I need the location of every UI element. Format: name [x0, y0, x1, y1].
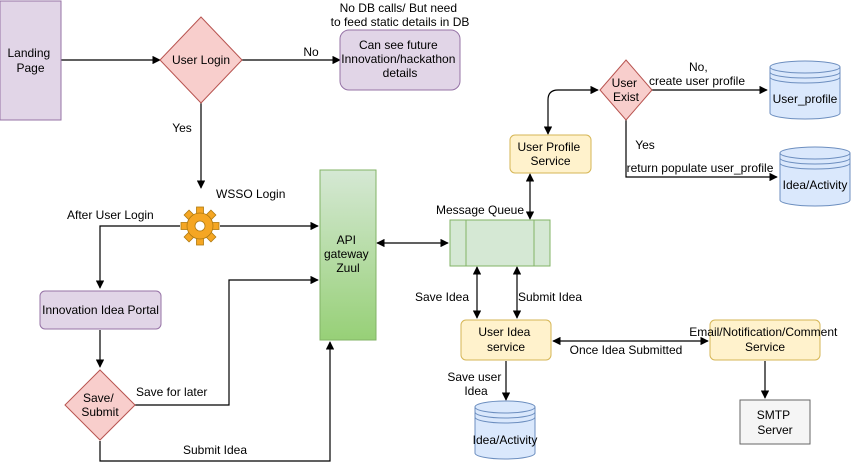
user-login-label: User Login — [172, 53, 230, 67]
edge-label-save-for-later: Save for later — [136, 385, 207, 399]
user-profile-db-label: User_profile — [773, 92, 838, 106]
edge-label-submit-idea-bottom: Submit Idea — [183, 443, 247, 457]
edge-profile-exist — [543, 85, 599, 135]
edge-label-yes: Yes — [172, 121, 192, 135]
email-service-node — [709, 319, 821, 361]
smtp-server-label: SMTP Server — [757, 408, 793, 437]
smtp-server-node — [739, 399, 811, 445]
api-gateway-label: API gateway Zuul — [324, 233, 372, 275]
edge-label-after-user-login: After User Login — [67, 208, 154, 222]
edge-label-submit-idea-mid: Submit Idea — [518, 290, 582, 304]
edge-label-yes-right: Yes — [635, 138, 655, 152]
edge-save-for-later — [135, 275, 319, 406]
user-login-decision — [159, 16, 243, 104]
idea-activity-db-top — [779, 146, 851, 207]
edges — [61, 55, 778, 462]
edge-label-no-create-profile: No, create user profile — [649, 60, 745, 88]
edge-label-wsso-login: WSSO Login — [216, 187, 285, 201]
user-profile-db — [769, 60, 841, 120]
edge-submit-idea — [99, 341, 335, 462]
gear-icon — [180, 206, 220, 246]
future-details-label: Can see future Innovation/hackathon deta… — [341, 38, 458, 80]
innovation-portal-node — [39, 290, 162, 330]
email-service-label: Email/Notification/Comment Service — [689, 325, 840, 354]
idea-activity-db-top-label: Idea/Activity — [783, 178, 848, 192]
edge-label-save-user-idea: Save user Idea — [447, 370, 504, 398]
idea-activity-db-bottom — [474, 400, 536, 460]
user-profile-service-label: User Profile Service — [517, 140, 583, 168]
edge-label-return-populate: return populate user_profile — [627, 161, 774, 175]
message-queue-node — [449, 219, 551, 267]
future-details-node — [339, 29, 461, 91]
user-idea-service-label: User Idea service — [478, 325, 533, 354]
save-submit-label: Save/ Submit — [81, 391, 119, 419]
innovation-portal-label: Innovation Idea Portal — [42, 303, 159, 317]
edge-wsso-to-portal — [95, 225, 180, 289]
user-exist-decision — [599, 59, 653, 121]
landing-page-label: Landing Page — [7, 46, 53, 75]
user-profile-service-node — [509, 134, 592, 174]
edge-label-save-idea: Save Idea — [415, 290, 469, 304]
user-exist-label: User Exist — [612, 76, 641, 104]
edge-label-no: No — [303, 45, 319, 59]
edge-label-once-idea-submitted: Once Idea Submitted — [570, 343, 683, 357]
idea-activity-db-bottom-label: Idea/Activity — [473, 433, 538, 447]
edge-exist-yes — [625, 119, 778, 182]
message-queue-label: Message Queue — [436, 203, 524, 217]
user-idea-service-node — [460, 319, 552, 361]
api-gateway-node — [319, 169, 377, 341]
landing-page-node — [0, 0, 62, 121]
save-submit-decision — [64, 369, 136, 441]
no-db-calls-label: No DB calls/ But need to feed static det… — [331, 1, 470, 29]
